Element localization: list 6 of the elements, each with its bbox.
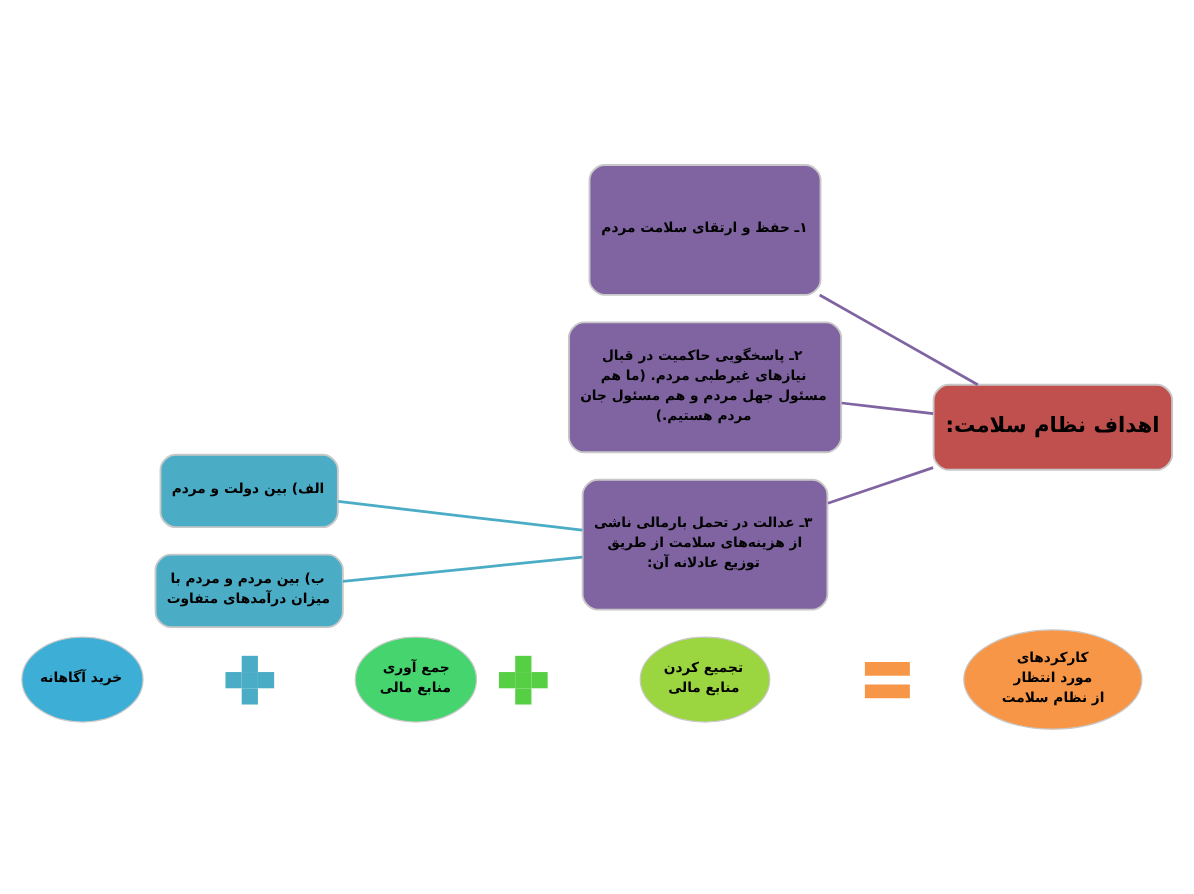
connector: [342, 555, 583, 583]
connector: [841, 401, 934, 415]
connector: [338, 500, 583, 532]
node-box: اهداف نظام سلامت:: [932, 383, 1174, 471]
connector: [818, 293, 979, 386]
connector: [827, 466, 934, 505]
